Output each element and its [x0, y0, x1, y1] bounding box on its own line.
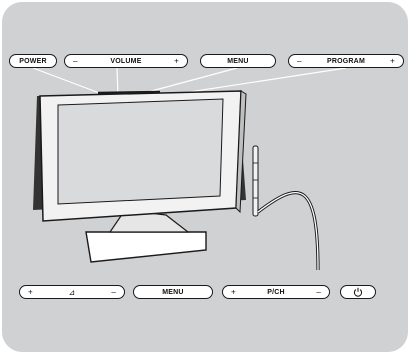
volume-label: VOLUME — [110, 57, 142, 65]
menu-button[interactable]: MENU — [200, 54, 276, 68]
menu-label: MENU — [227, 57, 249, 65]
power-label: POWER — [19, 57, 47, 65]
bottom-volume-plus-sign: + — [28, 287, 33, 297]
program-button[interactable]: – PROGRAM + — [288, 54, 404, 68]
tv-stand — [85, 209, 207, 263]
side-button-strip — [252, 145, 259, 217]
standby-power-button[interactable] — [340, 285, 376, 299]
volume-plus-sign: + — [174, 56, 179, 66]
pointer-curve — [257, 190, 320, 271]
volume-minus-sign: – — [73, 56, 78, 66]
pch-label: P/CH — [267, 288, 285, 296]
program-plus-sign: + — [390, 56, 395, 66]
standby-power-icon — [353, 287, 363, 297]
bottom-volume-minus-sign: – — [111, 287, 116, 297]
volume-button[interactable]: – VOLUME + — [64, 54, 188, 68]
bottom-menu-button[interactable]: MENU — [133, 285, 213, 299]
tv-body — [33, 90, 247, 222]
pch-button[interactable]: + P/CH – — [222, 285, 330, 299]
bottom-volume-button[interactable]: + ⊿ – — [19, 285, 125, 299]
pch-plus-sign: + — [231, 287, 236, 297]
program-minus-sign: – — [297, 56, 302, 66]
volume-icon: ⊿ — [68, 287, 76, 297]
bottom-menu-label: MENU — [162, 288, 184, 296]
power-button[interactable]: POWER — [9, 54, 57, 68]
pch-minus-sign: – — [316, 287, 321, 297]
program-label: PROGRAM — [327, 57, 365, 65]
